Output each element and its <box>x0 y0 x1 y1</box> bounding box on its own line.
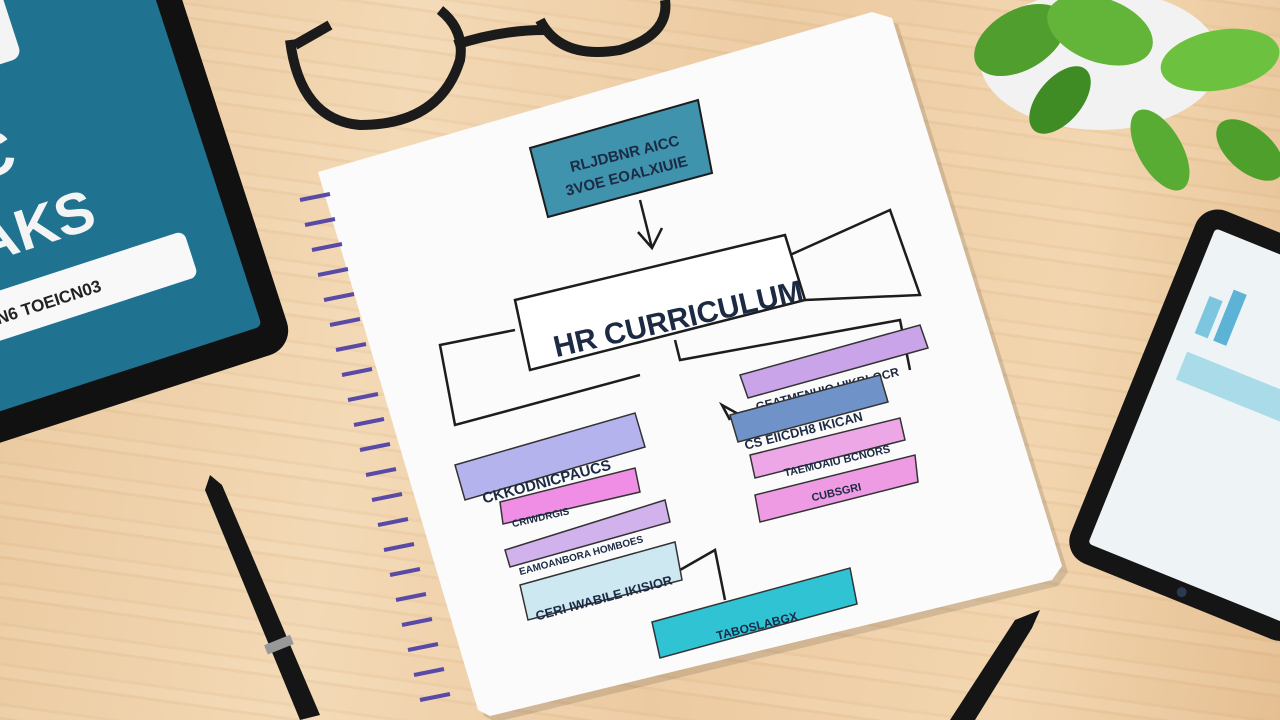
plant-icon <box>974 0 1280 191</box>
notebook: RLJDBNR AICC 3VOE EOALXIUIE HR CURRICULU… <box>299 12 1068 720</box>
glasses-icon <box>285 0 671 131</box>
spiral-binding-icon <box>299 192 451 702</box>
top-box <box>528 98 714 219</box>
right-item-3 <box>749 417 906 479</box>
tablet-button[interactable] <box>0 231 198 357</box>
bottom-box <box>651 567 858 659</box>
left-item-4 <box>519 541 683 621</box>
left-item-1 <box>454 412 646 501</box>
title-box <box>513 233 807 372</box>
left-item-2 <box>499 467 641 525</box>
right-item-2 <box>729 374 889 443</box>
right-tablet <box>1069 209 1280 641</box>
pen-icon <box>205 475 1040 720</box>
right-item-4 <box>754 454 919 523</box>
left-item-3 <box>504 499 671 568</box>
left-tablet: OC MAKS Y80 N6 TOEICN03 <box>0 0 289 458</box>
right-item-1 <box>739 324 929 399</box>
